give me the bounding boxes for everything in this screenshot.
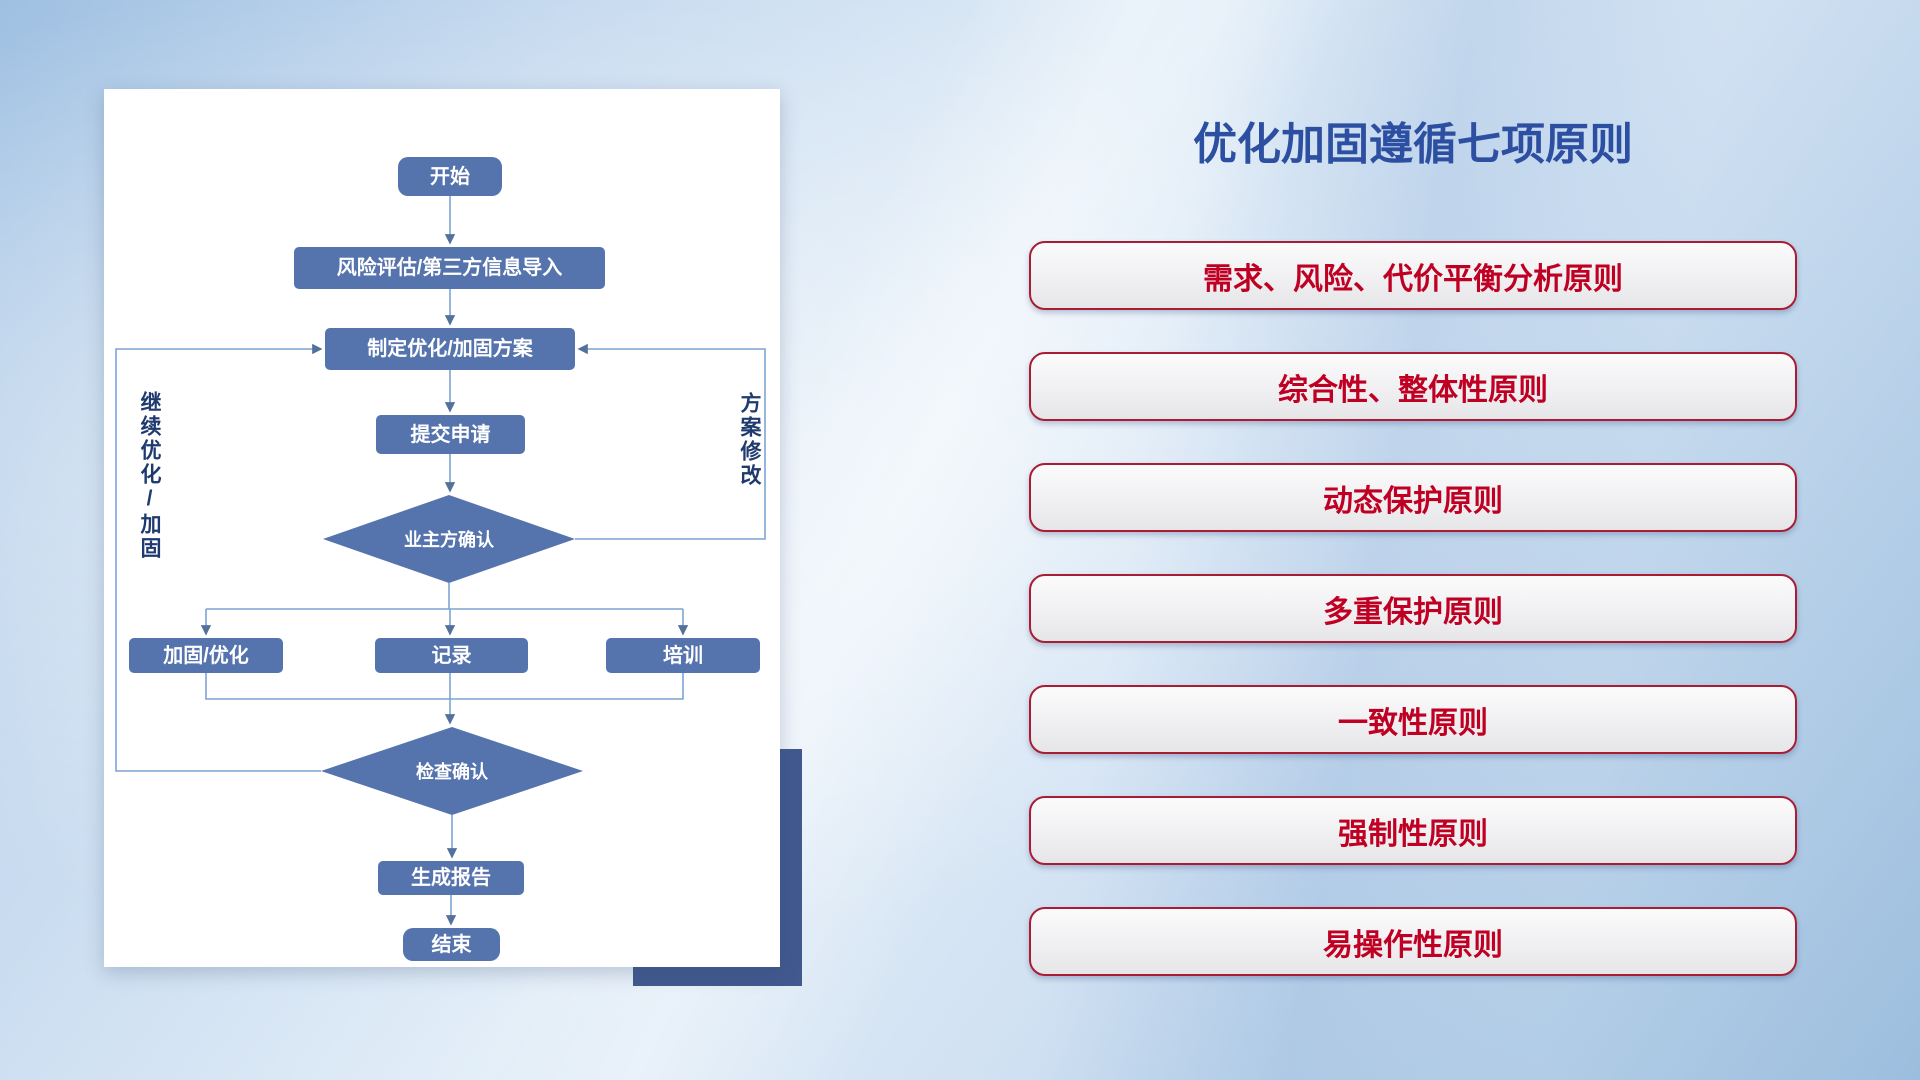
flow-node-train: 培训 — [606, 638, 760, 673]
flow-node-risk-import: 风险评估/第三方信息导入 — [294, 247, 605, 289]
principle-item-5: 一致性原则 — [1029, 685, 1797, 754]
left-loop-label: 继续优化/加固 — [138, 391, 161, 561]
flowchart-card: 开始 风险评估/第三方信息导入 制定优化/加固方案 提交申请 业主方确认 加固/… — [104, 89, 780, 967]
principle-item-3: 动态保护原则 — [1029, 463, 1797, 532]
flow-node-harden: 加固/优化 — [129, 638, 283, 673]
flow-node-start: 开始 — [398, 157, 502, 196]
flow-node-end: 结束 — [403, 928, 500, 961]
principle-item-1: 需求、风险、代价平衡分析原则 — [1029, 241, 1797, 310]
flow-node-check-confirm-label: 检查确认 — [416, 762, 488, 782]
principle-item-7: 易操作性原则 — [1029, 907, 1797, 976]
principle-item-6: 强制性原则 — [1029, 796, 1797, 865]
flowchart-connectors — [115, 196, 766, 926]
flow-node-record: 记录 — [375, 638, 528, 673]
section-title: 优化加固遵循七项原则 — [1193, 120, 1633, 169]
right-loop-label: 方案修改 — [738, 392, 761, 488]
principles-section: 优化加固遵循七项原则 需求、风险、代价平衡分析原则 综合性、整体性原则 动态保护… — [1029, 0, 1797, 1080]
flow-node-owner-confirm-label: 业主方确认 — [404, 530, 494, 550]
principles-list: 需求、风险、代价平衡分析原则 综合性、整体性原则 动态保护原则 多重保护原则 一… — [1029, 241, 1797, 976]
flow-node-report: 生成报告 — [378, 861, 524, 895]
flow-node-submit: 提交申请 — [376, 415, 525, 454]
principle-item-4: 多重保护原则 — [1029, 574, 1797, 643]
principle-item-2: 综合性、整体性原则 — [1029, 352, 1797, 421]
flow-node-make-plan: 制定优化/加固方案 — [325, 328, 575, 370]
